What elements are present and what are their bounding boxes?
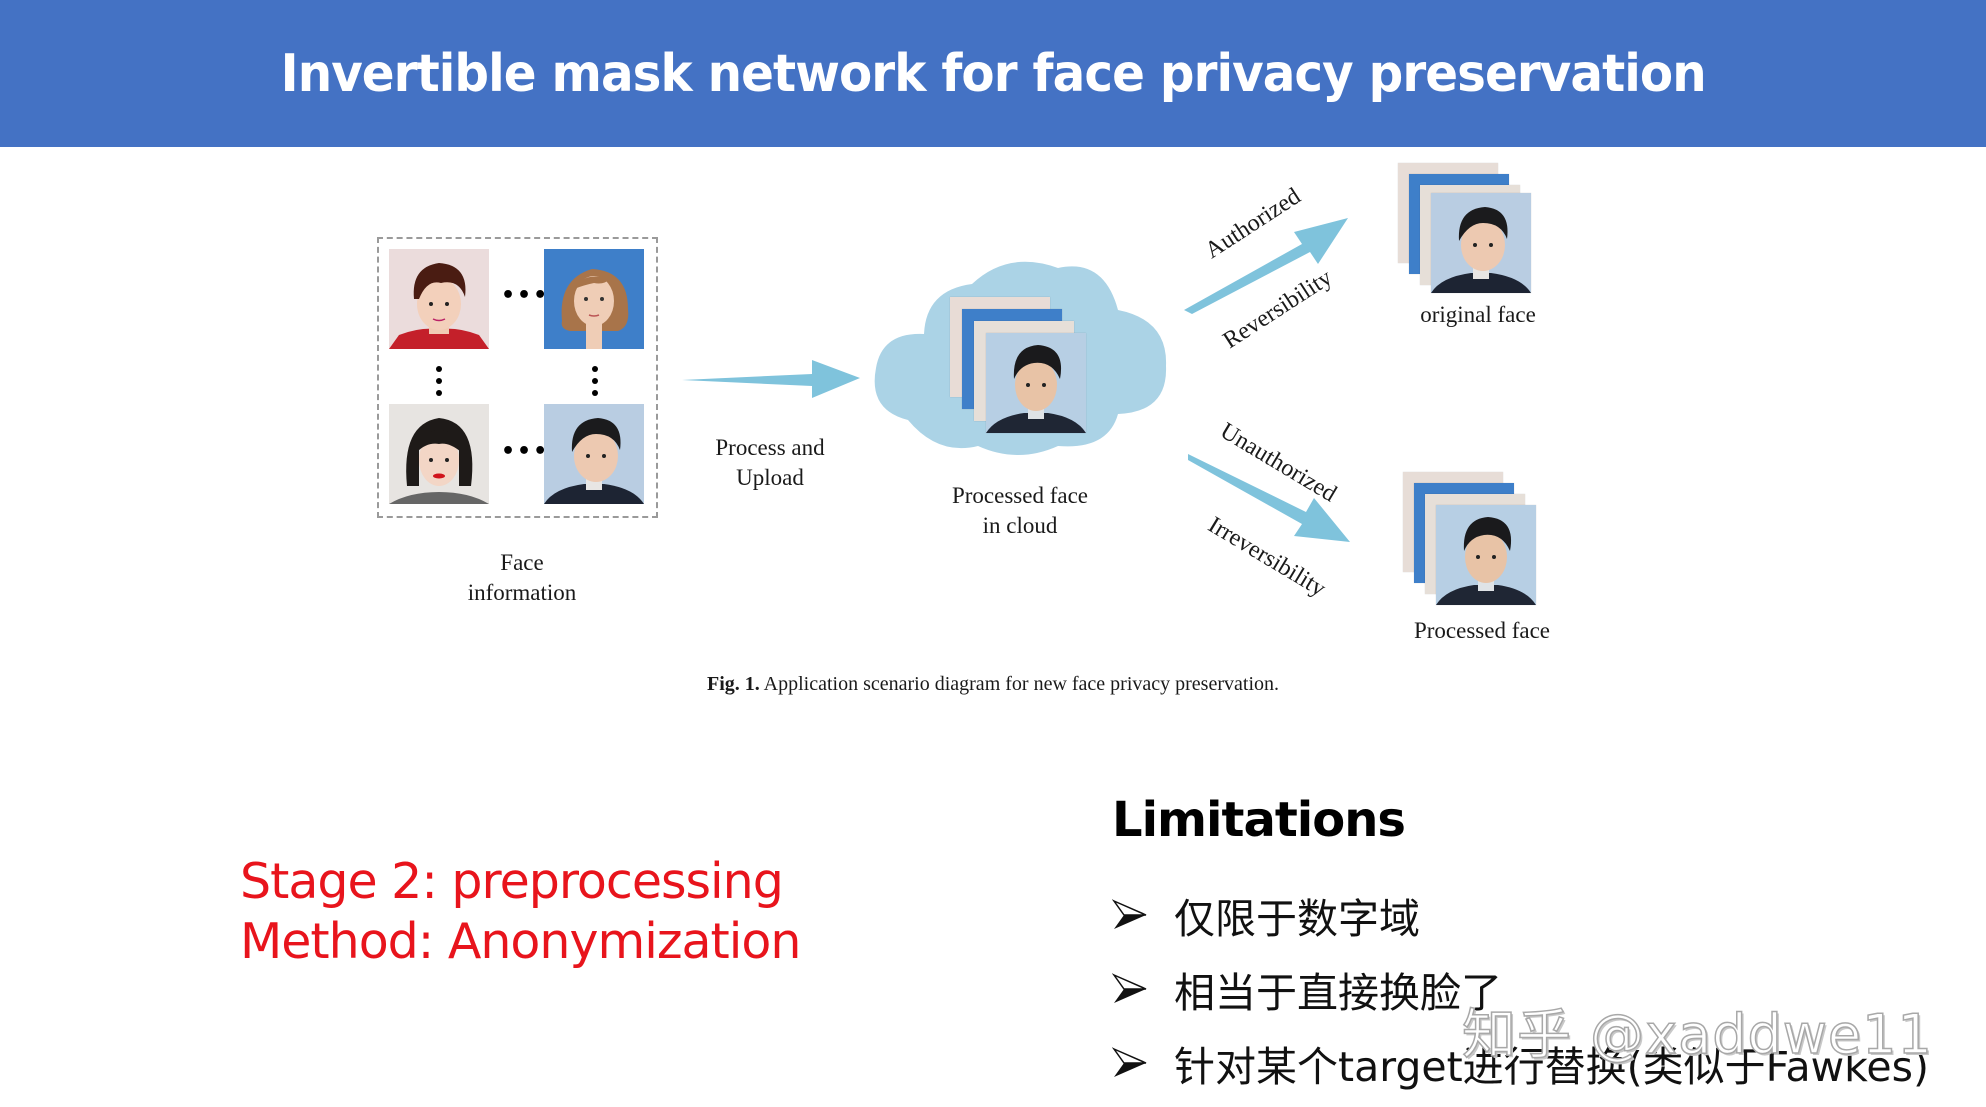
processed-face-label: Processed face — [1413, 618, 1550, 643]
process-upload-label-line2: Upload — [736, 465, 804, 490]
authorized-arrow-icon — [1184, 218, 1348, 314]
unauthorized-arrow-icon — [1188, 454, 1350, 542]
limitations-list: 仅限于数字域 相当于直接换脸了 针对某个target进行替换(类似于Fawkes… — [1112, 878, 1929, 1100]
face-photo-woman-bob-hair — [544, 249, 644, 349]
horizontal-ellipsis-top: ••• — [501, 283, 550, 308]
face-photo-man-dark-suit — [544, 404, 644, 504]
processed-face-cloud-label: Processed face in cloud — [920, 481, 1120, 541]
processed-face-result-photo — [1436, 505, 1536, 605]
slide-header: Invertible mask network for face privacy… — [0, 0, 1986, 147]
horizontal-ellipsis-bottom: ••• — [501, 439, 550, 464]
cloud-face-stack — [950, 297, 1090, 437]
arrowhead-bullet-icon — [1112, 973, 1147, 1003]
process-upload-arrow-icon — [682, 360, 860, 398]
process-upload-label-line1: Process and — [715, 435, 825, 460]
vertical-ellipsis-left-icon — [436, 366, 442, 402]
face-information-label-line1: Face — [500, 550, 544, 575]
original-face-label: original face — [1420, 302, 1536, 327]
arrowhead-bullet-icon — [1112, 1047, 1147, 1077]
stage-line: Stage 2: preprocessing — [240, 853, 784, 910]
figure-caption-text: Application scenario diagram for new fac… — [759, 673, 1279, 695]
processed-face-photo — [986, 333, 1086, 433]
figure-caption-prefix: Fig. 1. — [706, 673, 760, 695]
limitation-text: 仅限于数字域 — [1174, 895, 1420, 943]
face-photo-young-man — [389, 249, 489, 349]
limitation-item: 仅限于数字域 — [1112, 878, 1929, 952]
limitation-item: 相当于直接换脸了 — [1112, 952, 1929, 1026]
stage-info: Stage 2: preprocessing Method: Anonymiza… — [240, 852, 801, 972]
watermark: 知乎 @xaddwe11 — [1461, 1002, 1933, 1067]
face-information-label: Face information — [417, 548, 627, 608]
method-line: Method: Anonymization — [240, 913, 801, 970]
vertical-ellipsis-right-icon — [592, 366, 598, 402]
limitation-item: 针对某个target进行替换(类似于Fawkes) — [1112, 1026, 1929, 1100]
figure-caption: Fig. 1. Application scenario diagram for… — [0, 673, 1986, 696]
face-photo-woman-black-hair — [389, 404, 489, 504]
process-upload-label: Process and Upload — [690, 433, 850, 493]
processed-face-stack — [1403, 472, 1543, 612]
original-face-stack — [1398, 163, 1538, 303]
limitation-text: 相当于直接换脸了 — [1174, 969, 1502, 1017]
slide-title: Invertible mask network for face privacy… — [280, 43, 1706, 104]
face-information-label-line2: information — [467, 580, 577, 605]
original-face-photo — [1431, 193, 1531, 293]
face-information-grid: ••• ••• — [377, 237, 658, 518]
arrowhead-bullet-icon — [1112, 899, 1147, 929]
limitation-text: 针对某个target进行替换(类似于Fawkes) — [1174, 1043, 1929, 1091]
cloud-label-line2: in cloud — [982, 513, 1058, 538]
cloud-label-line1: Processed face — [951, 483, 1088, 508]
limitations-title: Limitations — [1112, 792, 1406, 848]
